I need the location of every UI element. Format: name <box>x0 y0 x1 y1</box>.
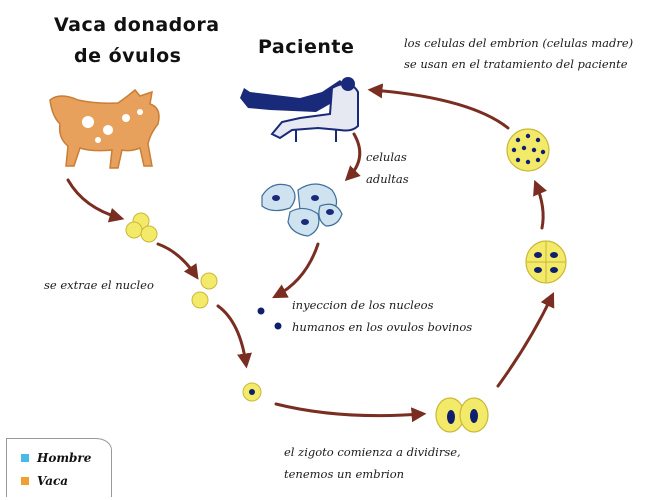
adult-cells-note-line-1: celulas <box>366 150 407 164</box>
bovine-eggs <box>125 212 158 243</box>
zygote-note-line-2: tenemos un embrion <box>284 467 405 481</box>
process-arrows <box>66 83 555 423</box>
two-cell-embryo <box>435 397 489 433</box>
arrow-extraction-to-zygote <box>216 304 252 369</box>
legend-swatch-vaca <box>21 477 29 485</box>
zygote <box>242 382 262 402</box>
donor-heading-line-1: Vaca donadora <box>54 14 220 36</box>
legend-swatch-hombre <box>21 454 29 462</box>
injection-note-line-1: inyeccion de los nucleos <box>292 298 434 312</box>
patient-heading: Paciente <box>258 36 355 58</box>
legend-label-hombre: Hombre <box>37 451 92 465</box>
adult-cells-note-line-2: adultas <box>366 172 409 186</box>
zygote-note-line-1: el zigoto comienza a dividirse, <box>284 445 461 459</box>
arrow-patient-to-cells <box>344 132 362 182</box>
arrow-zygote-to-embryo <box>274 402 427 423</box>
patient-illustration <box>240 77 359 142</box>
donor-heading-line-2: de óvulos <box>74 45 182 67</box>
arrow-blastocyst-to-patient <box>367 83 510 130</box>
blastocyst <box>506 128 550 172</box>
legend-label-vaca: Vaca <box>37 474 69 488</box>
arrow-cells-to-injection <box>272 242 320 299</box>
legend-box: Hombre Vaca <box>6 438 112 497</box>
arrow-embryo-to-4cell <box>496 291 555 388</box>
arrow-eggs-to-extraction <box>156 242 199 280</box>
embryo-cells-note-line-2: se usan en el tratamiento del paciente <box>404 57 628 71</box>
four-cell-embryo <box>525 240 567 284</box>
nucleus-extract-note: se extrae el nucleo <box>44 278 154 292</box>
arrow-4cell-to-blastocyst <box>533 179 547 230</box>
cow-illustration <box>49 88 160 169</box>
legend-item-hombre: Hombre <box>21 451 91 465</box>
injection-note-line-2: humanos en los ovulos bovinos <box>292 320 473 334</box>
human-nuclei <box>257 307 282 330</box>
legend-item-vaca: Vaca <box>21 474 68 488</box>
enucleated-eggs <box>191 272 218 309</box>
arrow-cow-to-eggs <box>66 178 125 223</box>
adult-cells <box>261 183 343 237</box>
embryo-cells-note-line-1: los celulas del embrion (celulas madre) <box>404 36 634 50</box>
